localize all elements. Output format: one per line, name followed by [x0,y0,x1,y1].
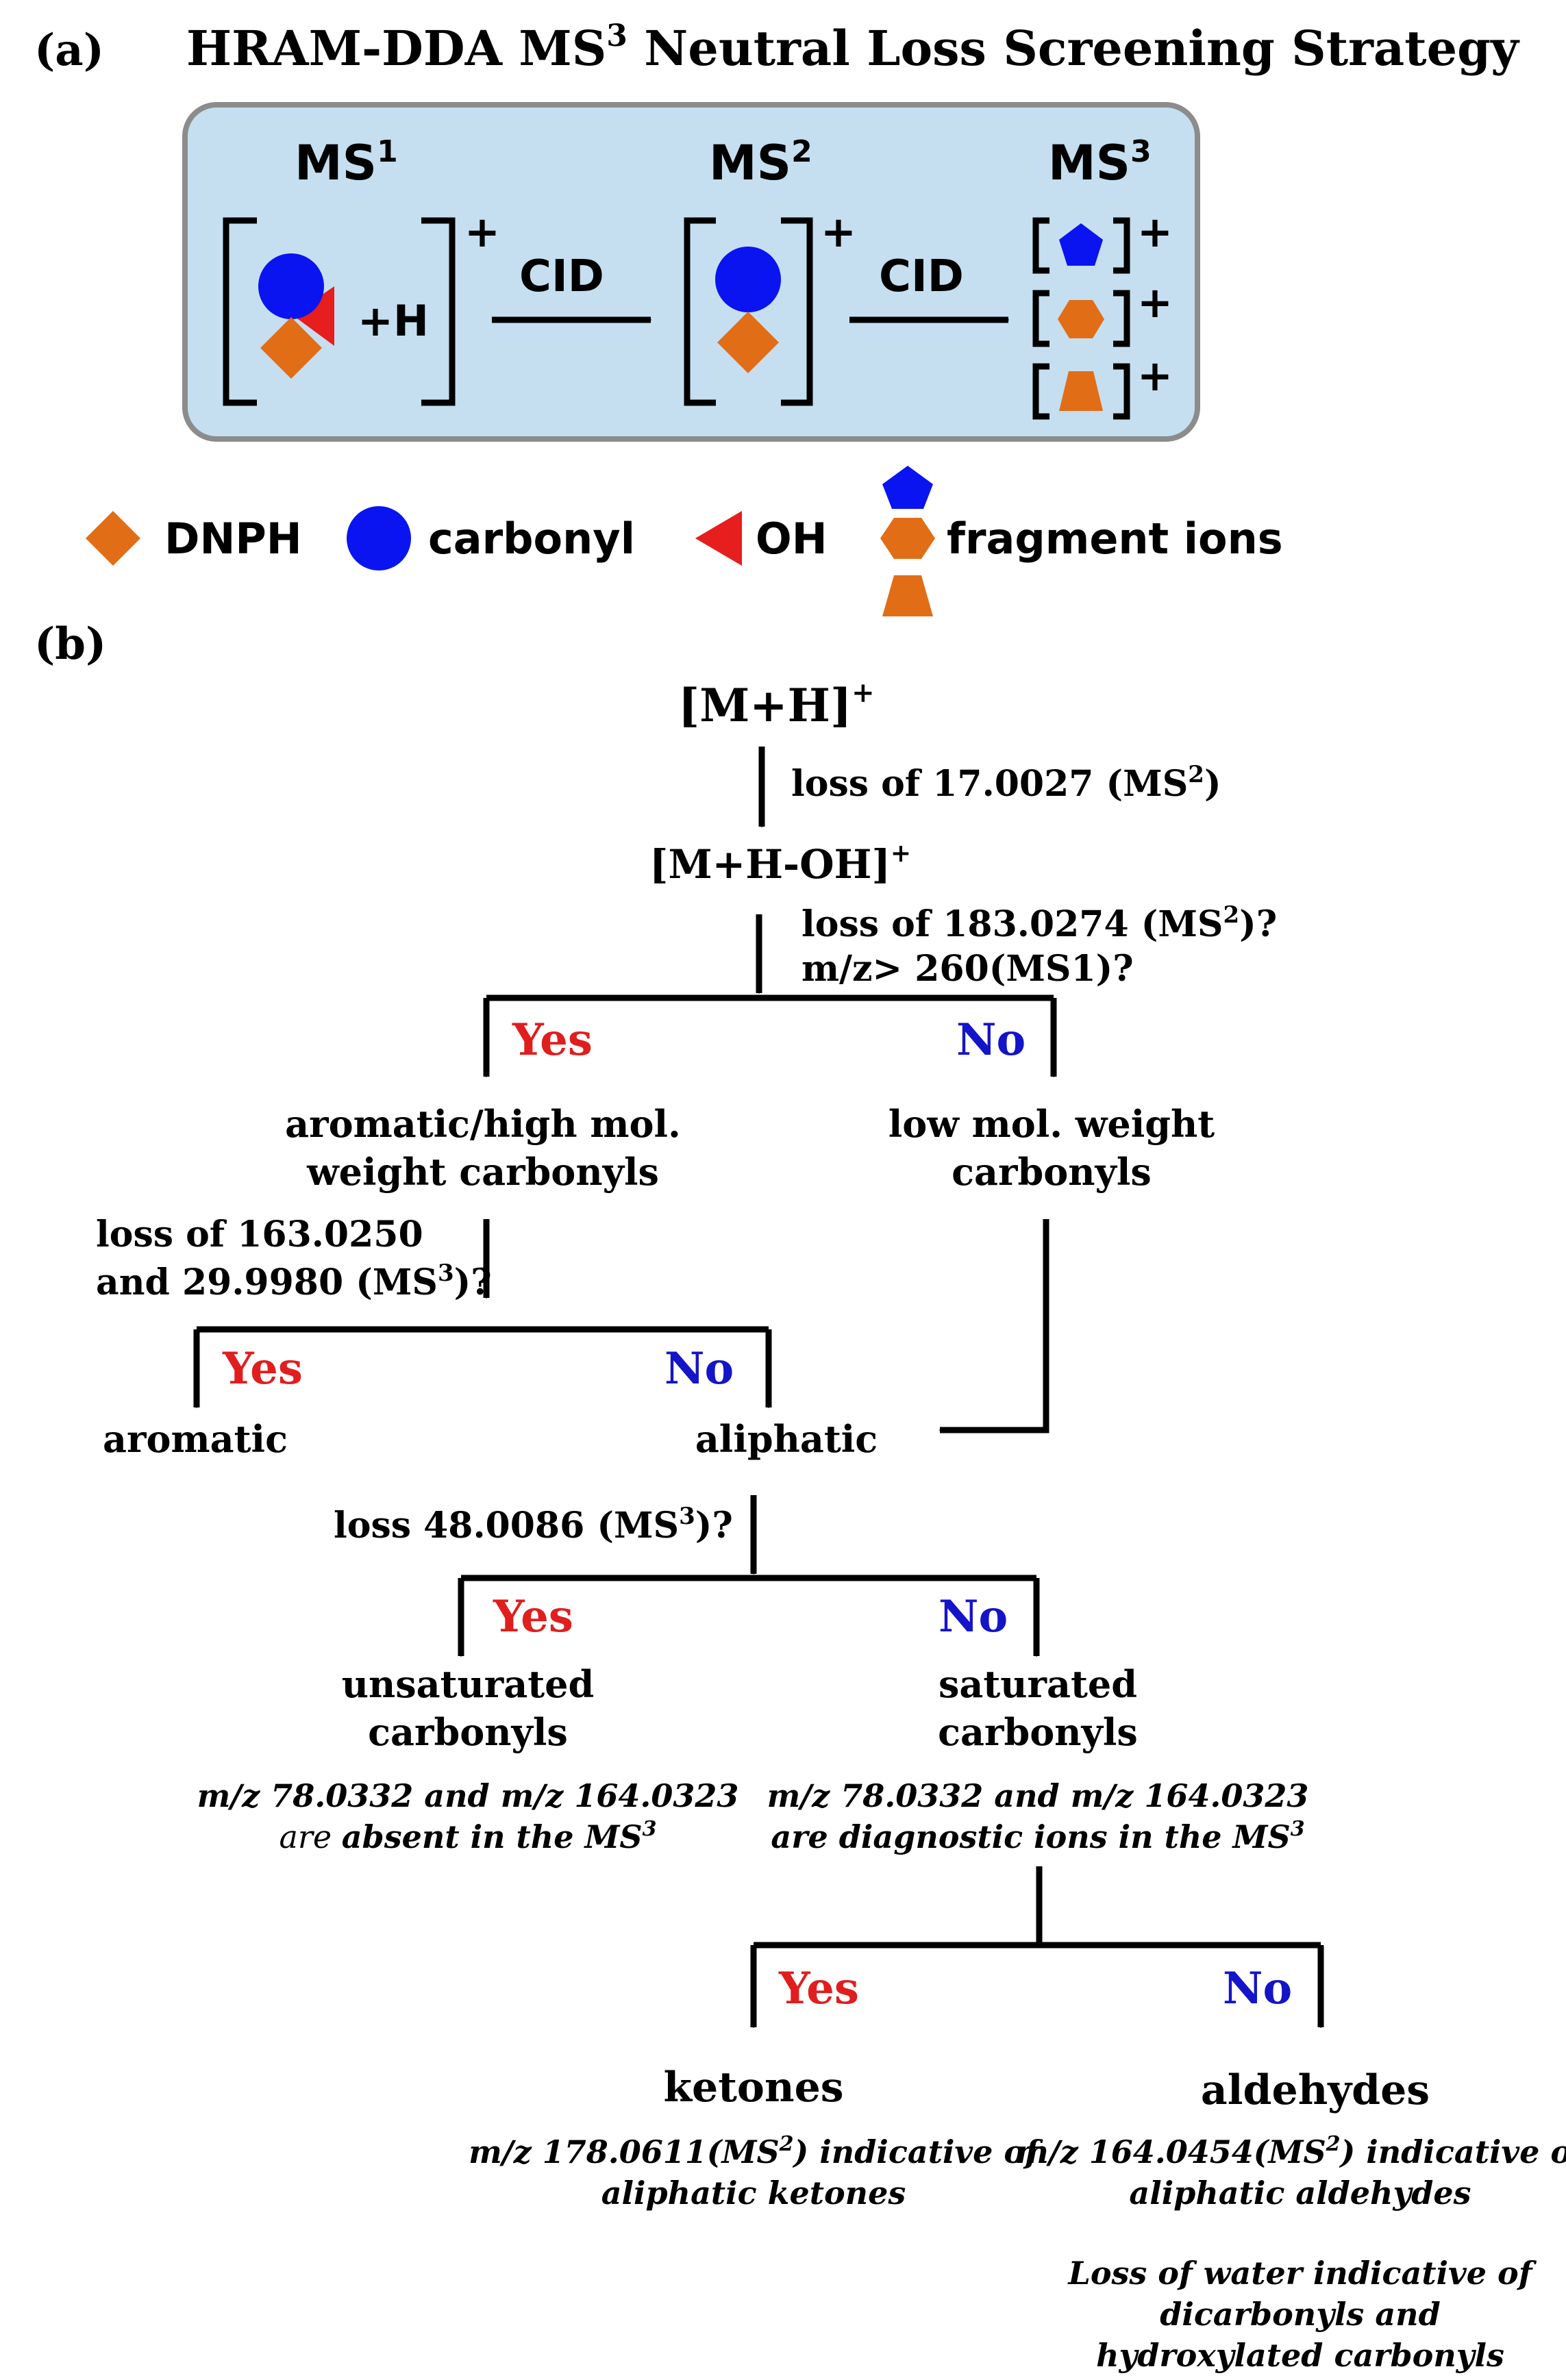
title-sup: 3 [606,18,627,53]
unsat-note-line2: are absent in the MS3 [279,1817,656,1855]
frag1-charge: + [1137,207,1173,257]
ms1-charge: + [464,207,500,257]
mhoh-node: [M+H-OH]+ [649,839,911,888]
legend-hexagon-icon [880,518,935,559]
ket-note-line1: m/z 178.0611(MS2) indicative of [469,2132,1043,2170]
water-note-line2: dicarbonyls and [1160,2296,1441,2333]
ms2-carbonyl-shape [715,247,781,312]
dnph-diamond-shape [260,317,322,379]
sat-note-line1: m/z 78.0332 and m/z 164.0323 [767,1777,1309,1814]
ald-note-line2: aliphatic aldehydes [1129,2175,1471,2212]
ms2-dnph-shape [717,312,779,373]
ald-note-line1: m/z 164.0454(MS2) indicative of [1015,2132,1566,2170]
q1-line1: loss of 183.0274 (MS2)? [801,901,1277,945]
unsat-line1: unsaturated [342,1662,595,1706]
water-note-line3: hydroxylated carbonyls [1096,2337,1504,2374]
split1-yes-label: Yes [512,1014,593,1066]
unsat-line2: carbonyls [368,1710,568,1754]
low-mol-line2: carbonyls [952,1150,1152,1194]
aromatic-node: aromatic [103,1417,288,1461]
frag2-left-bracket [1032,290,1049,347]
ms1-ion: +H + [223,207,500,406]
ms2-charge: + [821,207,856,257]
mh-node: [M+H]+ [678,677,875,732]
proton-label: +H [358,296,429,346]
sat-line2: carbonyls [938,1710,1138,1754]
sat-line1: saturated [939,1662,1137,1706]
frag1-left-bracket [1032,217,1049,274]
title-rest: Neutral Loss Screening Strategy [627,20,1520,77]
split4-yes-label: Yes [778,1963,859,2014]
ms3-fragments: + + + [1032,207,1173,420]
ketones-node: ketones [663,2064,843,2112]
frag3-right-bracket [1113,363,1130,420]
ms1-label: MS1 [295,134,398,191]
legend-dnph-icon [86,511,140,566]
panel-a-label: (a) [34,25,104,76]
legend-carbonyl-icon [347,506,411,571]
legend-dnph-label: DNPH [164,514,302,564]
legend-trapezoid-icon [882,575,933,616]
frag2-right-bracket [1113,290,1130,347]
split2-yes-label: Yes [222,1343,303,1394]
frag1-right-bracket [1113,217,1130,274]
scheme-box [182,102,1200,442]
legend-oh-icon [695,511,742,566]
split3-yes-label: Yes [493,1591,573,1642]
ms2-right-bracket [781,217,813,406]
panel-a-title: HRAM-DDA MS3 Neutral Loss Screening Stra… [186,18,1520,77]
ms2-ion: + [684,207,856,406]
aromatic-high-line2: weight carbonyls [306,1150,659,1194]
fragment-pentagon-shape [1059,223,1103,266]
aliphatic-node: aliphatic [695,1417,878,1461]
legend: DNPH carbonyl OH fragment ions [86,466,1283,616]
ms2-label: MS2 [709,134,812,191]
q2-line1: loss of 163.0250 [96,1214,423,1255]
split2-no-label: No [664,1343,734,1394]
ms3-label: MS3 [1048,134,1152,191]
aromatic-high-line1: aromatic/high mol. [285,1102,681,1146]
q2-line2: and 29.9980 (MS3)? [96,1260,492,1303]
split3-no-label: No [939,1591,1008,1642]
q3-text: loss 48.0086 (MS3)? [334,1503,733,1546]
sat-note-line2: are diagnostic ions in the MS3 [771,1817,1304,1855]
cid-label-1: CID [519,251,604,302]
legend-fragment-label: fragment ions [947,514,1283,564]
aldehydes-node: aldehydes [1201,2066,1430,2114]
oh-triangle-shape [293,286,334,346]
low-mol-line1: low mol. weight [888,1102,1215,1146]
legend-pentagon-icon [882,466,933,509]
ms1-right-bracket [421,217,456,406]
split1-no-label: No [956,1014,1026,1066]
legend-carbonyl-label: carbonyl [428,514,635,564]
fragment-trapezoid-shape [1059,371,1103,411]
ms1-left-bracket [223,217,257,406]
water-note-line1: Loss of water indicative of [1067,2255,1537,2292]
lowmol-to-aliphatic-line [940,1219,1049,1433]
ket-note-line2: aliphatic ketones [601,2175,906,2212]
ms2-left-bracket [684,217,716,406]
fragment-hexagon-shape [1058,300,1104,338]
legend-oh-label: OH [756,514,828,564]
q1-line2: m/z> 260(MS1)? [801,948,1134,990]
loss1-text: loss of 17.0027 (MS2) [791,761,1221,805]
title-main: HRAM-DDA MS [186,20,606,77]
frag2-charge: + [1137,277,1173,327]
carbonyl-circle-shape [258,253,324,319]
cid-label-2: CID [879,251,964,302]
split4-no-label: No [1223,1963,1292,2014]
panel-b-label: (b) [34,618,106,670]
frag3-left-bracket [1032,363,1049,420]
frag3-charge: + [1137,351,1173,401]
unsat-note-line1: m/z 78.0332 and m/z 164.0323 [197,1777,739,1814]
